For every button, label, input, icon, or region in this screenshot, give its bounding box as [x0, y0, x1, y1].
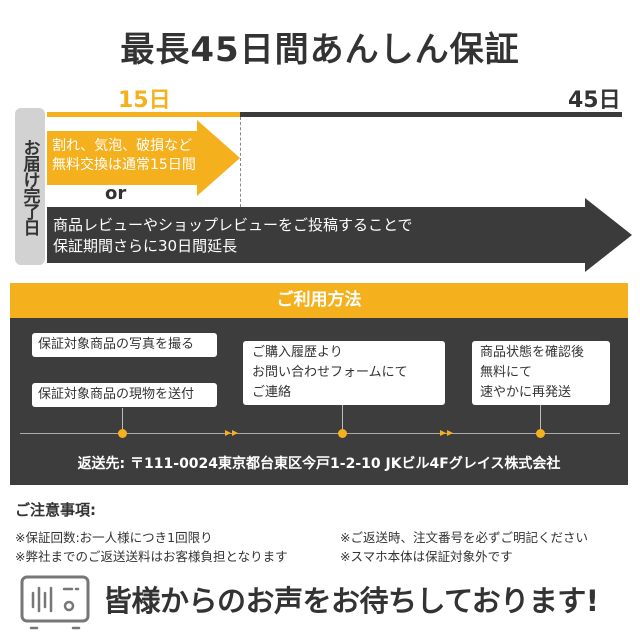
or-label: or: [105, 183, 127, 204]
step1-photo-box: 保証対象商品の写真を撮る: [32, 333, 217, 357]
step2-line: お問い合わせフォームにて: [252, 365, 408, 380]
extended-arrow: [47, 198, 632, 272]
step2-line: ご購入履歴より: [252, 345, 343, 360]
step3-line: 速やかに再発送: [480, 385, 572, 400]
extended-period-bar: [240, 112, 622, 117]
note-item: ※弊社までのご返送送料はお客様負担となります: [15, 549, 288, 564]
voice-message-icon: [20, 575, 90, 630]
return-address: 返送先: 〒111-0024東京都台東区今戸1-2-10 JKビル4Fグレイス株…: [77, 456, 561, 472]
extended-arrow-text: 商品レビューやショップレビューをご投稿することで 保証期間さらに30日間延長: [53, 215, 413, 257]
step3-line: 商品状態を確認後: [480, 345, 585, 360]
delivery-complete-label: お届け完了日: [15, 108, 45, 265]
note-item: ※保証回数:お一人様につき1回限り: [15, 530, 213, 545]
process-timeline: [20, 433, 620, 434]
standard-period-bar: [47, 112, 240, 117]
connector: [342, 405, 343, 433]
connector: [540, 405, 541, 433]
day-45-label: 45日: [568, 88, 621, 113]
step2-box: ご購入履歴より お問い合わせフォームにて ご連絡: [243, 341, 445, 405]
step1-send-box: 保証対象商品の現物を送付: [32, 383, 217, 407]
extended-line1: 商品レビューやショップレビューをご投稿することで: [53, 216, 413, 234]
step-dot: [536, 429, 545, 438]
arrow-icon: [225, 430, 231, 436]
connector: [122, 408, 123, 433]
notes-heading: ご注意事項:: [15, 501, 96, 519]
extended-line2: 保証期間さらに30日間延長: [53, 237, 238, 255]
step3-line: 無料にて: [480, 365, 533, 380]
step-dot: [338, 429, 347, 438]
step2-line: ご連絡: [252, 385, 292, 400]
arrow-icon: [440, 430, 446, 436]
arrow-icon: [232, 430, 238, 436]
usage-heading: ご利用方法: [10, 283, 628, 318]
note-item: ※スマホ本体は保証対象外です: [340, 549, 513, 564]
standard-arrow: [47, 120, 240, 196]
note-item: ※ご返送時、注文番号を必ずご明記ください: [340, 530, 588, 545]
standard-arrow-text: 割れ、気泡、破損など 無料交換は通常15日間: [52, 137, 196, 175]
step-dot: [118, 429, 127, 438]
page-title: 最長45日間あんしん保証: [120, 30, 520, 70]
closing-message: 皆様からのお声をお待ちしております!: [103, 584, 599, 618]
standard-line2: 無料交換は通常15日間: [52, 157, 196, 173]
arrow-icon: [447, 430, 453, 436]
day-15-label: 15日: [118, 88, 171, 113]
standard-line1: 割れ、気泡、破損など: [52, 138, 193, 154]
step3-box: 商品状態を確認後 無料にて 速やかに再発送: [472, 341, 610, 405]
dashed-divider: [240, 117, 241, 207]
